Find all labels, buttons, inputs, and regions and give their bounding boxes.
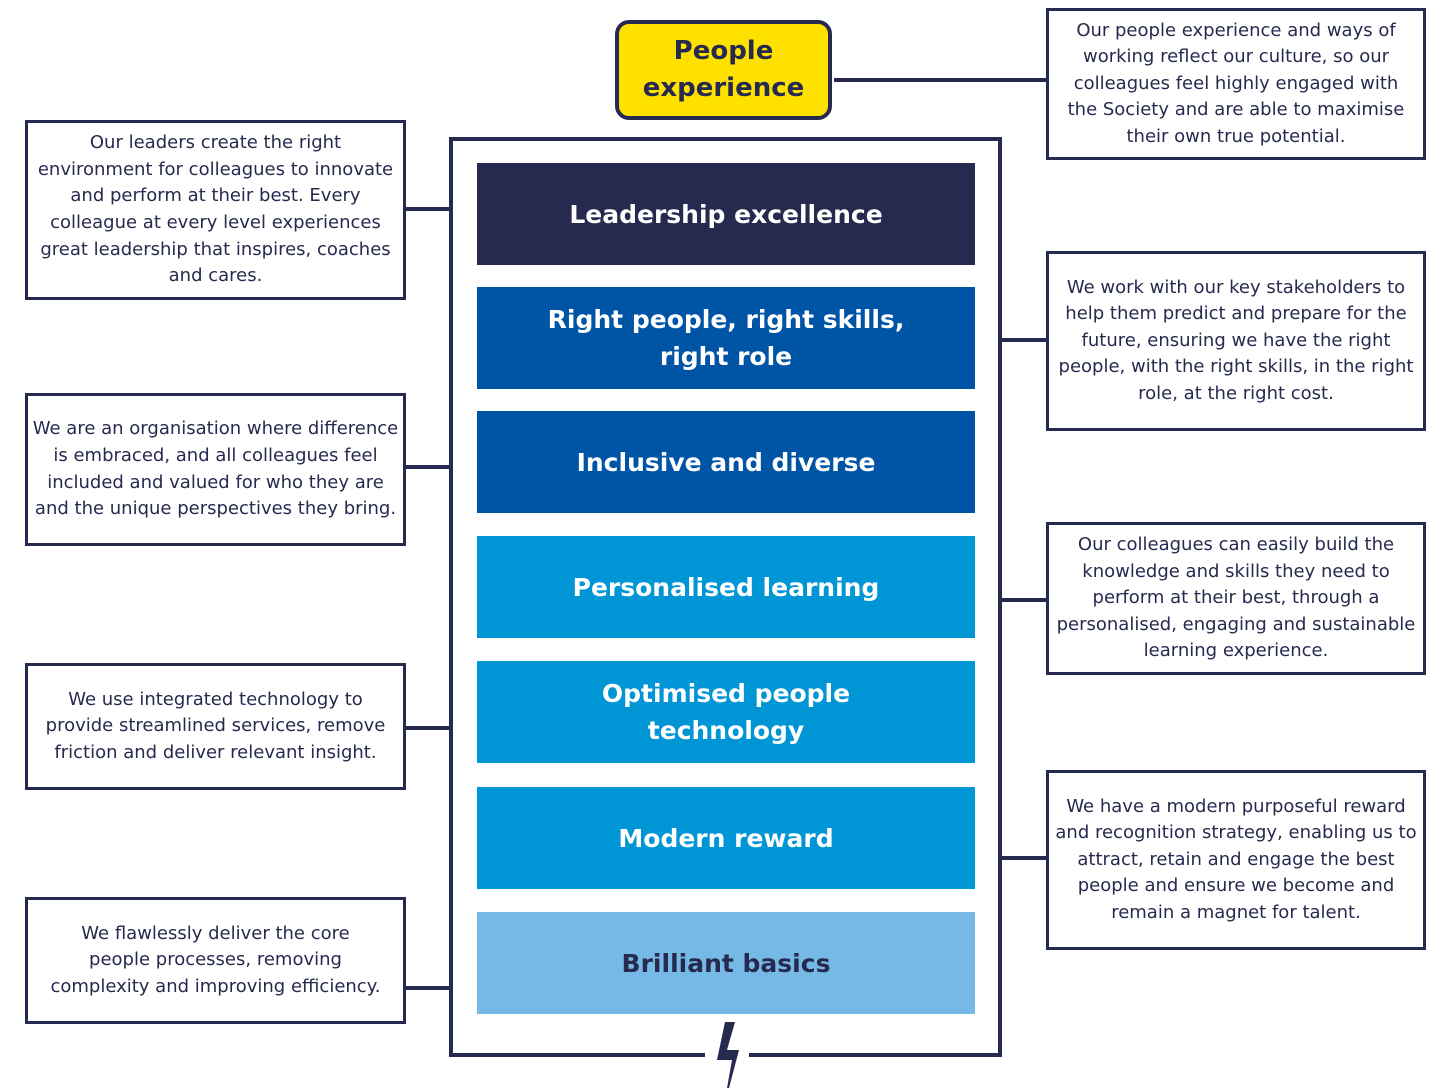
desc-people-experience: Our people experience and ways of workin… [1046, 8, 1426, 160]
pillar-brilliant-basics: Brilliant basics [477, 912, 975, 1014]
desc-technology: We use integrated technology to provide … [25, 663, 406, 790]
pillar-right-people: Right people, right skills, right role [477, 287, 975, 389]
pillar-optimised-technology: Optimised people technology [477, 661, 975, 763]
lightning-bolt-icon [705, 1022, 749, 1088]
pillar-modern-reward: Modern reward [477, 787, 975, 889]
pillar-inclusive-diverse: Inclusive and diverse [477, 411, 975, 513]
pillar-label: Personalised learning [572, 572, 880, 602]
desc-learning: Our colleagues can easily build the know… [1046, 522, 1426, 675]
desc-basics: We flawlessly deliver the core people pr… [25, 897, 406, 1024]
pillar-leadership-excellence: Leadership excellence [477, 163, 975, 265]
title-label: People experience [642, 36, 805, 103]
pillar-label: Leadership excellence [569, 199, 883, 229]
pillar-label: Modern reward [618, 823, 834, 853]
pillar-personalised-learning: Personalised learning [477, 536, 975, 638]
desc-leadership: Our leaders create the right environment… [25, 120, 406, 300]
desc-right-people: We work with our key stakeholders to hel… [1046, 251, 1426, 431]
pillar-label: Inclusive and diverse [576, 447, 876, 477]
pillar-label: Optimised people technology [601, 679, 851, 745]
desc-reward: We have a modern purposeful reward and r… [1046, 770, 1426, 950]
desc-inclusive: We are an organisation where difference … [25, 393, 406, 546]
people-experience-title: People experience [615, 20, 832, 120]
pillar-label: Right people, right skills, right role [547, 305, 905, 371]
pillar-label: Brilliant basics [621, 948, 831, 978]
